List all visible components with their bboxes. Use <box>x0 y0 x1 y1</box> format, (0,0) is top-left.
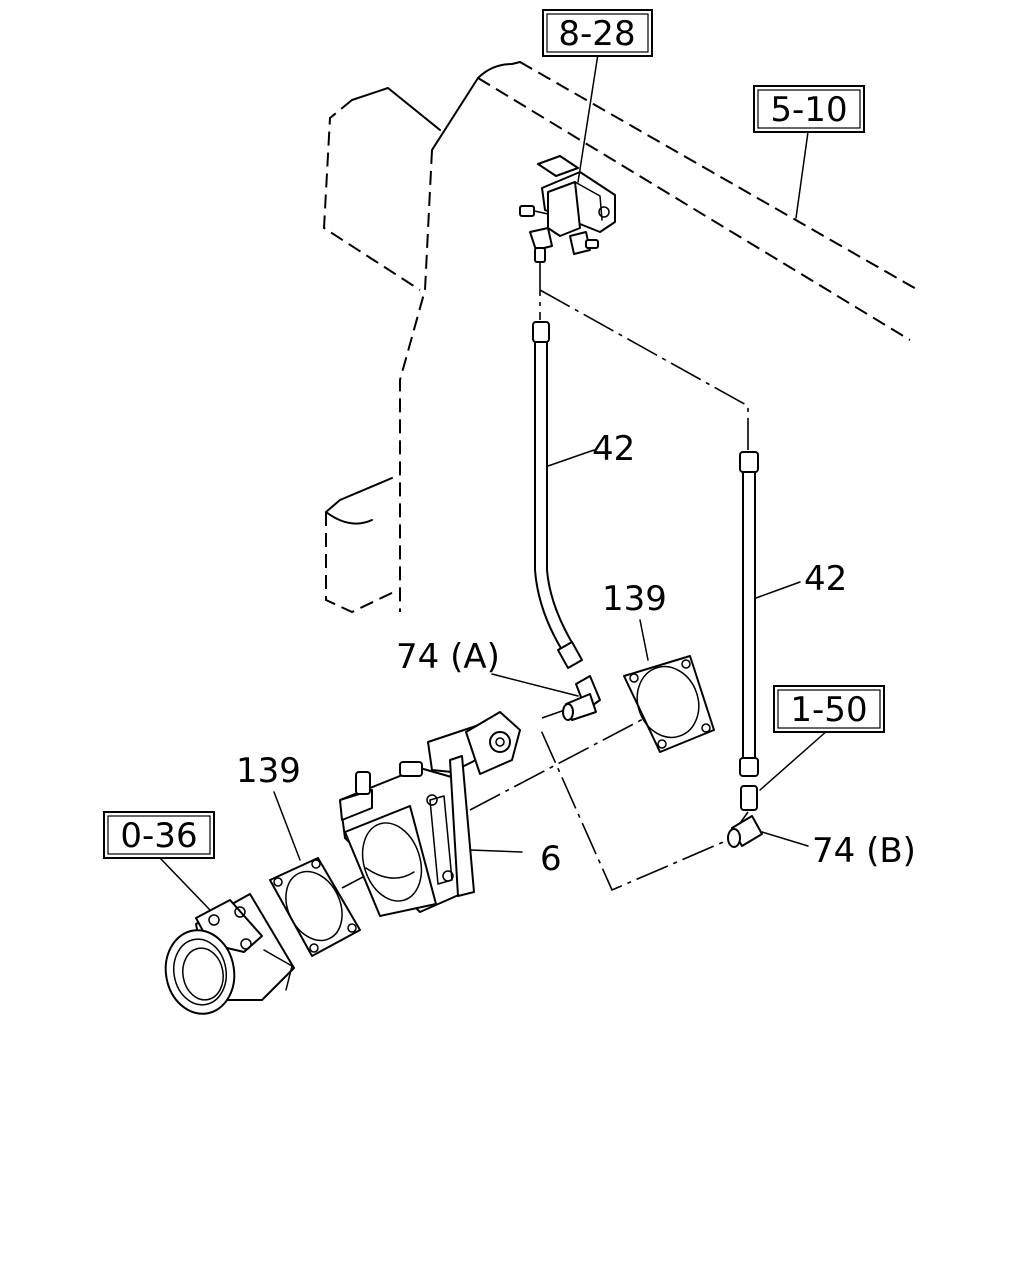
fitting-74b <box>727 815 763 848</box>
exhaust-brake-valve-body <box>339 711 521 917</box>
ref-box-8-28: 8-28 <box>542 9 653 57</box>
leader-lines <box>159 53 829 911</box>
pipe-42-right <box>739 451 759 811</box>
gasket-139-upper <box>623 655 715 753</box>
solenoid-valve <box>519 155 616 263</box>
callout-74b: 74 (B) <box>812 831 916 871</box>
ref-box-0-36: 0-36 <box>103 811 215 859</box>
pipe-42-left <box>532 321 583 669</box>
ref-label-0-36: 0-36 <box>120 816 197 856</box>
ref-box-1-50: 1-50 <box>773 685 885 733</box>
gasket-139-lower <box>269 857 361 957</box>
callout-42-left: 42 <box>592 429 635 469</box>
fitting-74a <box>562 675 601 721</box>
exhaust-pipe-adapter <box>164 893 295 1015</box>
ref-label-5-10: 5-10 <box>770 90 847 130</box>
callout-74a: 74 (A) <box>396 637 500 677</box>
callout-139-lower: 139 <box>236 751 301 791</box>
ref-label-8-28: 8-28 <box>558 14 635 54</box>
callout-6: 6 <box>540 839 562 879</box>
ref-label-1-50: 1-50 <box>790 690 867 730</box>
ref-box-5-10: 5-10 <box>753 85 865 133</box>
callout-139-upper: 139 <box>602 579 667 619</box>
callout-42-right: 42 <box>804 559 847 599</box>
engine-block-outline <box>322 61 919 614</box>
